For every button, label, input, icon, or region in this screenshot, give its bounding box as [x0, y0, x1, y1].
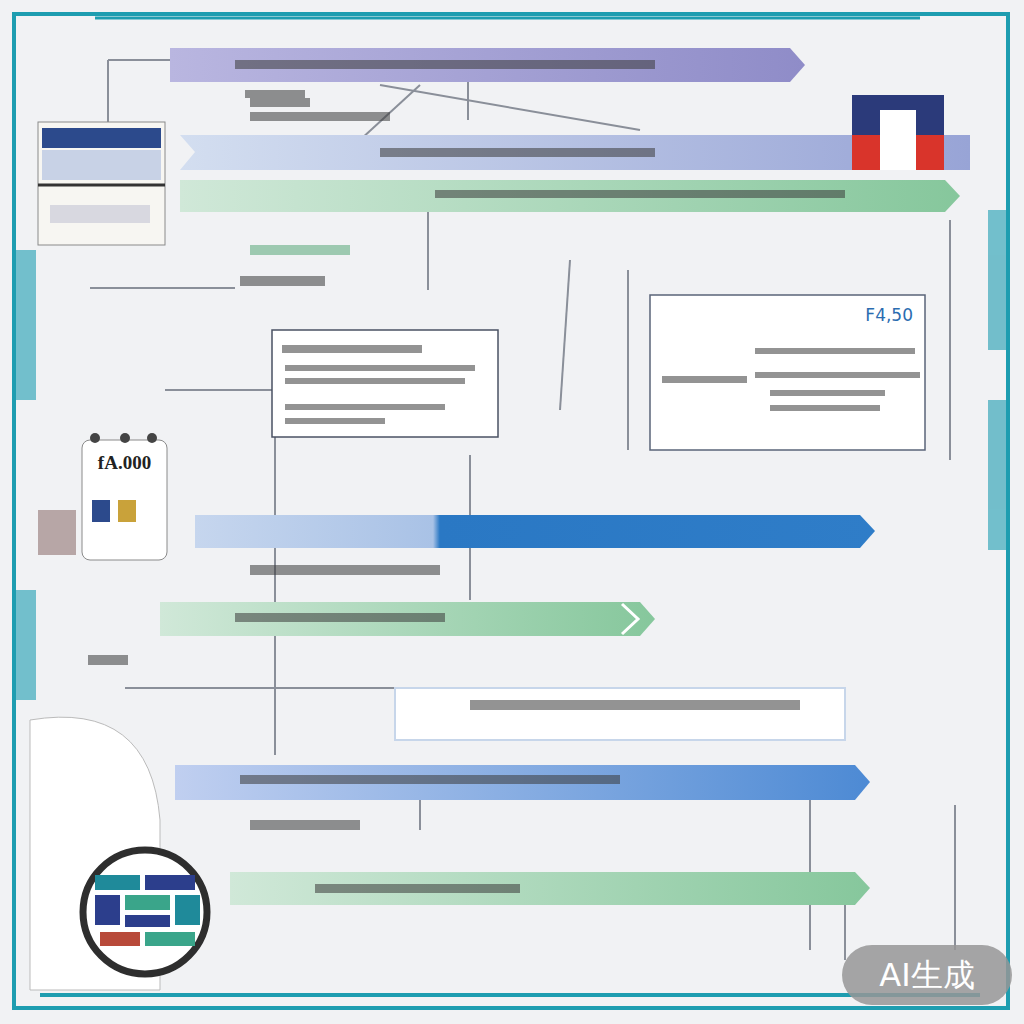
frame — [14, 14, 1008, 1008]
band-arrow — [180, 180, 960, 212]
band-arrow — [175, 765, 870, 800]
device-illustration — [38, 122, 165, 245]
device-display: fA.000 — [82, 440, 167, 490]
illegible-text — [88, 60, 920, 893]
band-arrow — [160, 602, 655, 636]
node-text: fA.000 — [82, 452, 167, 474]
border-pattern — [16, 210, 1008, 700]
band-arrow — [170, 48, 805, 82]
equipment-icon — [852, 95, 944, 170]
text-box — [395, 688, 845, 740]
device-illustration — [38, 433, 167, 560]
node-text: F4,50 — [650, 305, 913, 325]
band-arrow — [180, 135, 970, 170]
info-box: F4,50 — [650, 295, 925, 345]
text-box — [650, 295, 925, 450]
band-arrow — [230, 872, 870, 905]
frame-line — [95, 17, 920, 20]
watermark: AI生成 — [842, 945, 1012, 1005]
frame-line — [40, 993, 980, 997]
grid-icon — [83, 850, 207, 974]
text-box — [272, 330, 498, 437]
band-arrow — [195, 515, 875, 548]
